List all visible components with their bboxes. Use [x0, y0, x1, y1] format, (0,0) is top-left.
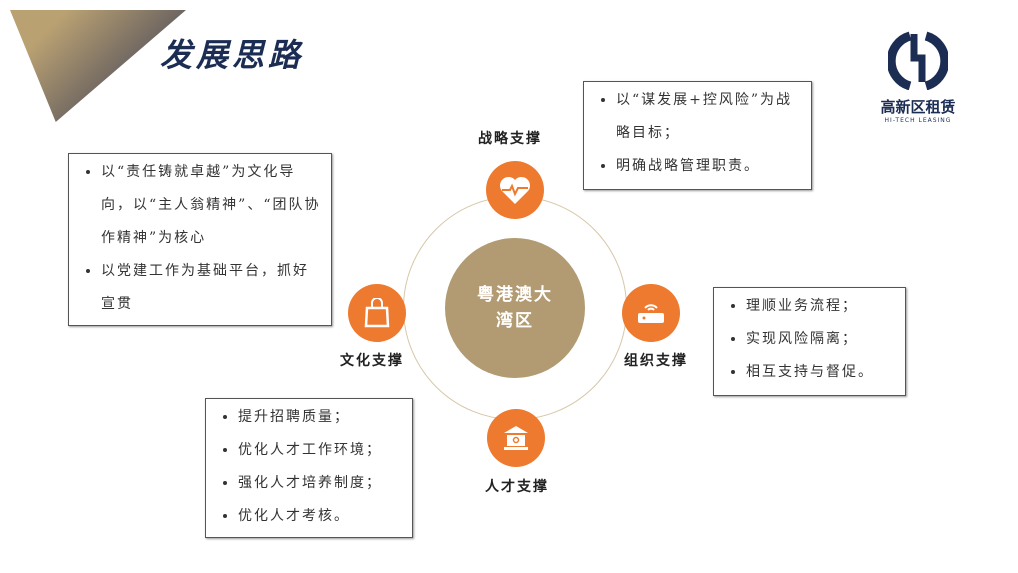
- heartbeat-icon: [486, 161, 544, 219]
- culture-item: 以“责任铸就卓越”为文化导向，以“主人翁精神”、“团队协作精神”为核心: [101, 156, 323, 255]
- talent-item: 提升招聘质量；: [238, 401, 404, 434]
- culture-box: 以“责任铸就卓越”为文化导向，以“主人翁精神”、“团队协作精神”为核心以党建工作…: [68, 153, 332, 326]
- router-icon: [622, 284, 680, 342]
- strategy-label: 战略支撑: [478, 131, 542, 147]
- strategy-box: 以“谋发展+控风险”为战略目标；明确战略管理职责。: [583, 81, 812, 190]
- organization-item: 理顺业务流程；: [746, 290, 897, 323]
- organization-item: 实现风险隔离；: [746, 323, 897, 356]
- shopping-bag-icon: [348, 284, 406, 342]
- center-label: 粤港澳大湾区: [477, 285, 553, 331]
- organization-box: 理顺业务流程；实现风险隔离；相互支持与督促。: [713, 287, 906, 396]
- talent-label: 人才支撑: [485, 479, 549, 495]
- logo-mark-icon: [886, 31, 950, 91]
- logo-name: 高新区租赁: [880, 98, 956, 116]
- talent-item: 强化人才培养制度；: [238, 467, 404, 500]
- center-circle: 粤港澳大湾区: [445, 238, 585, 378]
- talent-item: 优化人才考核。: [238, 500, 404, 533]
- strategy-item: 明确战略管理职责。: [616, 150, 803, 183]
- culture-label: 文化支撑: [340, 353, 404, 369]
- page-title: 发展思路: [160, 36, 305, 74]
- logo-english: HI-TECH LEASING: [884, 117, 952, 124]
- culture-item: 以党建工作为基础平台，抓好宣贯: [101, 255, 323, 321]
- organization-item: 相互支持与督促。: [746, 356, 897, 389]
- building-icon: [487, 409, 545, 467]
- talent-item: 优化人才工作环境；: [238, 434, 404, 467]
- company-logo: 高新区租赁 HI-TECH LEASING: [868, 30, 968, 125]
- talent-box: 提升招聘质量；优化人才工作环境；强化人才培养制度；优化人才考核。: [205, 398, 413, 538]
- strategy-item: 以“谋发展+控风险”为战略目标；: [616, 84, 803, 150]
- organization-label: 组织支撑: [624, 353, 688, 369]
